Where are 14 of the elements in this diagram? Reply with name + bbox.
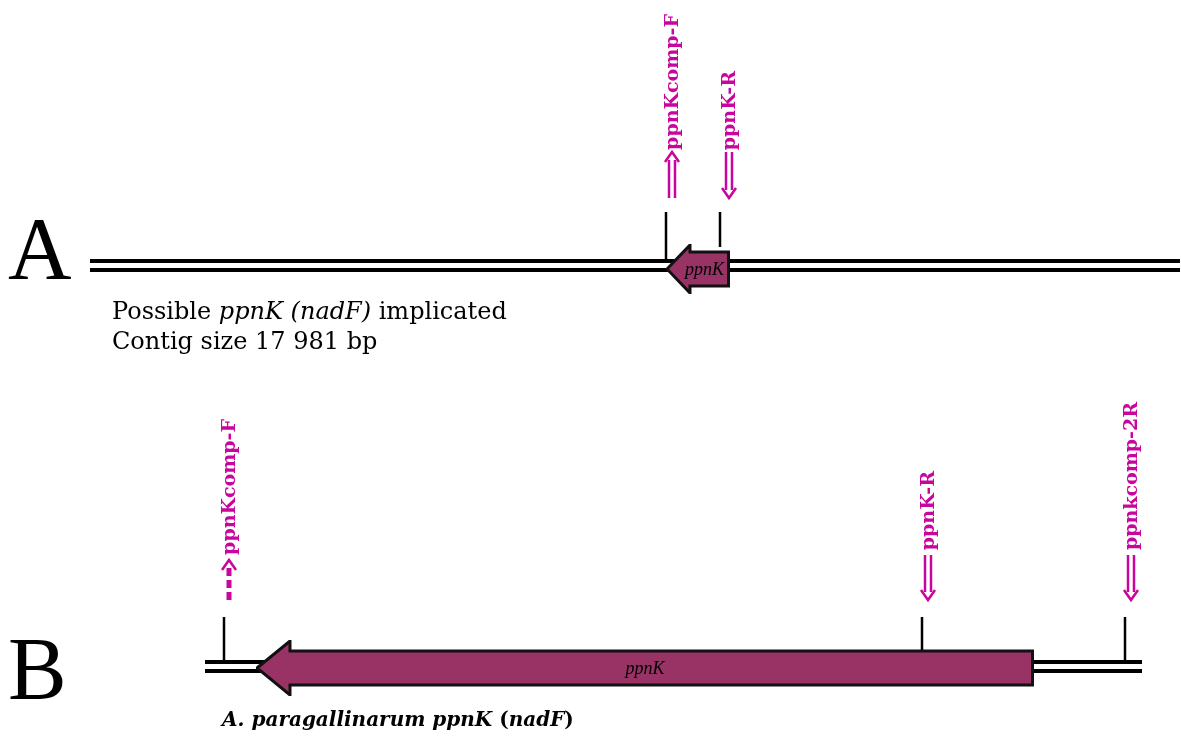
- gene-name: ppnK: [625, 657, 665, 679]
- panel-letter: A: [8, 205, 72, 293]
- primer-label: ppnKcomp-F: [219, 419, 238, 555]
- panel-letter: B: [8, 625, 67, 713]
- primer-label: ppnK-R: [918, 470, 937, 550]
- description-text: Possible ppnK (nadF) implicated: [112, 297, 507, 326]
- description-text: Contig size 17 981 bp: [112, 327, 378, 356]
- primer-label: ppnK-R: [719, 70, 738, 150]
- gene-arrow: [666, 244, 730, 294]
- gene-arrow: [256, 640, 1034, 696]
- primer-label: ppnKcomp-F: [662, 14, 681, 150]
- gene-name: ppnK: [684, 258, 724, 280]
- caption-text: A. paragallinarum ppnK (nadF): [222, 707, 574, 731]
- primer-label: ppnkcomp-2R: [1121, 401, 1140, 550]
